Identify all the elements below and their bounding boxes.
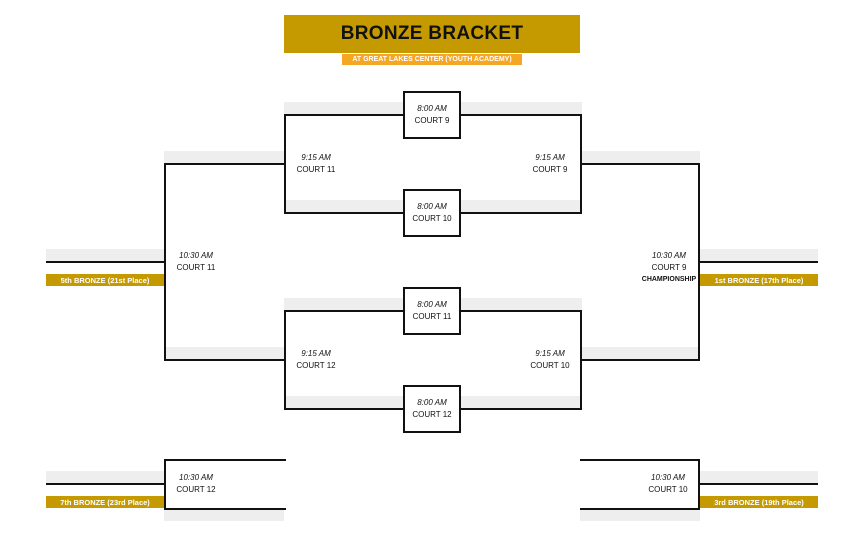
game-time: 9:15 AM <box>535 349 565 358</box>
game-box: 8:00 AM COURT 11 <box>403 287 461 335</box>
bracket-line <box>164 508 286 510</box>
game-court: COURT 11 <box>412 312 452 321</box>
game-slot: 9:15 AM COURT 10 <box>510 348 590 372</box>
game-slot: 9:15 AM COURT 11 <box>276 152 356 176</box>
game-slot: 10:30 AM COURT 11 <box>156 250 236 274</box>
game-slot: 10:30 AM COURT 10 <box>628 472 708 496</box>
game-slot: 9:15 AM COURT 9 <box>510 152 590 176</box>
place-label-1st: 1st BRONZE (17th Place) <box>700 274 818 286</box>
game-time: 9:15 AM <box>301 153 331 162</box>
game-court: COURT 9 <box>532 165 568 174</box>
game-slot: 9:15 AM COURT 12 <box>276 348 356 372</box>
game-time: 10:30 AM <box>652 251 686 260</box>
slot-shade <box>580 151 700 163</box>
bracket-line <box>580 359 700 361</box>
place-text: 1st BRONZE (17th Place) <box>714 275 804 285</box>
slot-shade <box>700 249 818 261</box>
game-time: 8:00 AM <box>417 398 447 407</box>
slot-shade <box>164 347 284 359</box>
bracket-line <box>698 261 818 263</box>
slot-shade <box>46 471 164 483</box>
place-text: 5th BRONZE (21st Place) <box>60 275 150 285</box>
bracket-line <box>164 359 286 361</box>
place-text: 3rd BRONZE (19th Place) <box>714 497 804 507</box>
place-label-7th: 7th BRONZE (23rd Place) <box>46 496 164 508</box>
game-court: COURT 11 <box>296 165 336 174</box>
championship-label: CHAMPIONSHIP <box>641 276 697 283</box>
game-court: COURT 12 <box>296 361 336 370</box>
game-time: 9:15 AM <box>535 153 565 162</box>
game-box: 8:00 AM COURT 10 <box>403 189 461 237</box>
subtitle-banner: AT GREAT LAKES CENTER (YOUTH ACADEMY) <box>342 54 522 65</box>
game-time: 10:30 AM <box>651 473 685 482</box>
title-banner: BRONZE BRACKET <box>284 15 580 53</box>
game-time: 10:30 AM <box>179 251 213 260</box>
place-label-5th: 5th BRONZE (21st Place) <box>46 274 164 286</box>
bracket-line <box>46 261 166 263</box>
game-time: 8:00 AM <box>417 202 447 211</box>
game-court: COURT 10 <box>648 485 688 494</box>
place-text: 7th BRONZE (23rd Place) <box>60 497 150 507</box>
bracket-line <box>580 459 700 461</box>
page-title: BRONZE BRACKET <box>340 23 524 44</box>
game-box: 8:00 AM COURT 9 <box>403 91 461 139</box>
game-slot: 10:30 AM COURT 12 <box>156 472 236 496</box>
slot-shade <box>580 509 700 521</box>
game-time: 8:00 AM <box>417 300 447 309</box>
game-court: COURT 9 <box>651 263 687 272</box>
game-time: 10:30 AM <box>179 473 213 482</box>
slot-shade <box>164 151 284 163</box>
slot-shade <box>164 509 284 521</box>
slot-shade <box>700 471 818 483</box>
game-court: COURT 12 <box>176 485 216 494</box>
slot-shade <box>46 249 164 261</box>
game-time: 9:15 AM <box>301 349 331 358</box>
game-court: COURT 11 <box>176 263 216 272</box>
game-box: 8:00 AM COURT 12 <box>403 385 461 433</box>
bracket-line <box>580 163 700 165</box>
game-court: COURT 10 <box>412 214 452 223</box>
bracket-line <box>698 483 818 485</box>
bracket-line <box>164 163 286 165</box>
game-court: COURT 12 <box>412 410 452 419</box>
championship-slot: 10:30 AM COURT 9 CHAMPIONSHIP <box>629 250 709 286</box>
bracket-line <box>164 459 286 461</box>
bracket-line <box>580 508 700 510</box>
game-court: COURT 10 <box>530 361 570 370</box>
slot-shade <box>580 347 700 359</box>
bracket-line <box>46 483 166 485</box>
game-court: COURT 9 <box>414 116 450 125</box>
place-label-3rd: 3rd BRONZE (19th Place) <box>700 496 818 508</box>
page-subtitle: AT GREAT LAKES CENTER (YOUTH ACADEMY) <box>352 56 512 63</box>
game-time: 8:00 AM <box>417 104 447 113</box>
